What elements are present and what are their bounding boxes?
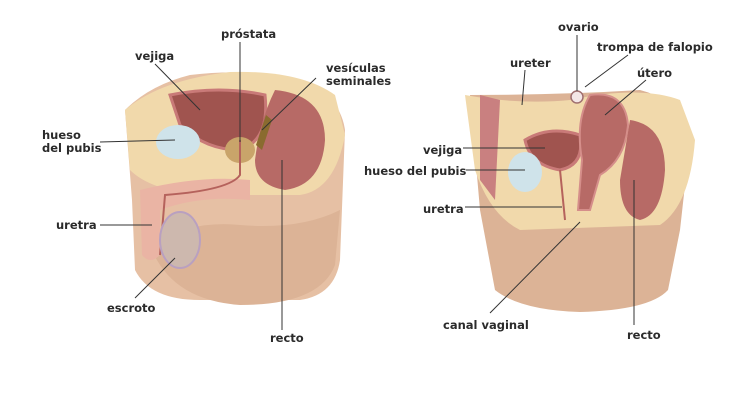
label-pubic-bone-male-1: hueso — [42, 128, 81, 142]
label-urethra-female: uretra — [423, 202, 464, 216]
label-pubic-bone-female: hueso del pubis — [364, 164, 467, 178]
label-urethra-male: uretra — [56, 218, 97, 232]
label-ureter: ureter — [510, 56, 551, 70]
female-pubic-bone — [508, 152, 542, 192]
leader-vaginal — [489, 221, 581, 314]
label-seminal-vesicles-2: seminales — [326, 74, 392, 88]
label-rectum-male: recto — [270, 331, 304, 345]
male-scrotum — [159, 211, 201, 269]
leader-pubis-male — [99, 139, 176, 143]
male-rectum — [255, 90, 325, 190]
label-seminal-vesicles-1: vesículas — [326, 61, 386, 75]
label-scrotum: escroto — [107, 301, 156, 315]
female-rectum — [620, 120, 665, 220]
label-ovary: ovario — [558, 20, 599, 34]
label-pubic-bone-male-2: del pubis — [42, 141, 102, 155]
male-pubic-bone — [156, 125, 200, 159]
female-ovary — [570, 90, 584, 104]
leader-tube — [584, 54, 629, 88]
leader-lines — [99, 35, 647, 330]
female-urethra-line — [559, 169, 566, 221]
leader-seminal — [261, 77, 317, 131]
male-urethra-line — [159, 140, 241, 256]
label-rectum-female: recto — [627, 328, 661, 342]
label-prostate: próstata — [221, 27, 277, 41]
female-pelvis-illustration — [465, 90, 695, 312]
leader-uterus — [604, 79, 647, 116]
leader-scrotum — [134, 257, 176, 299]
leader-ureter — [521, 69, 526, 106]
label-bladder-male: vejiga — [135, 49, 175, 63]
male-pelvis-illustration — [125, 71, 345, 305]
leader-bladder-male — [154, 63, 201, 111]
male-penis — [140, 178, 250, 260]
label-bladder-female: vejiga — [423, 143, 463, 157]
label-fallopian-tube: trompa de falopio — [597, 40, 713, 54]
label-vaginal-canal: canal vaginal — [443, 318, 529, 332]
label-uterus: útero — [637, 66, 673, 80]
